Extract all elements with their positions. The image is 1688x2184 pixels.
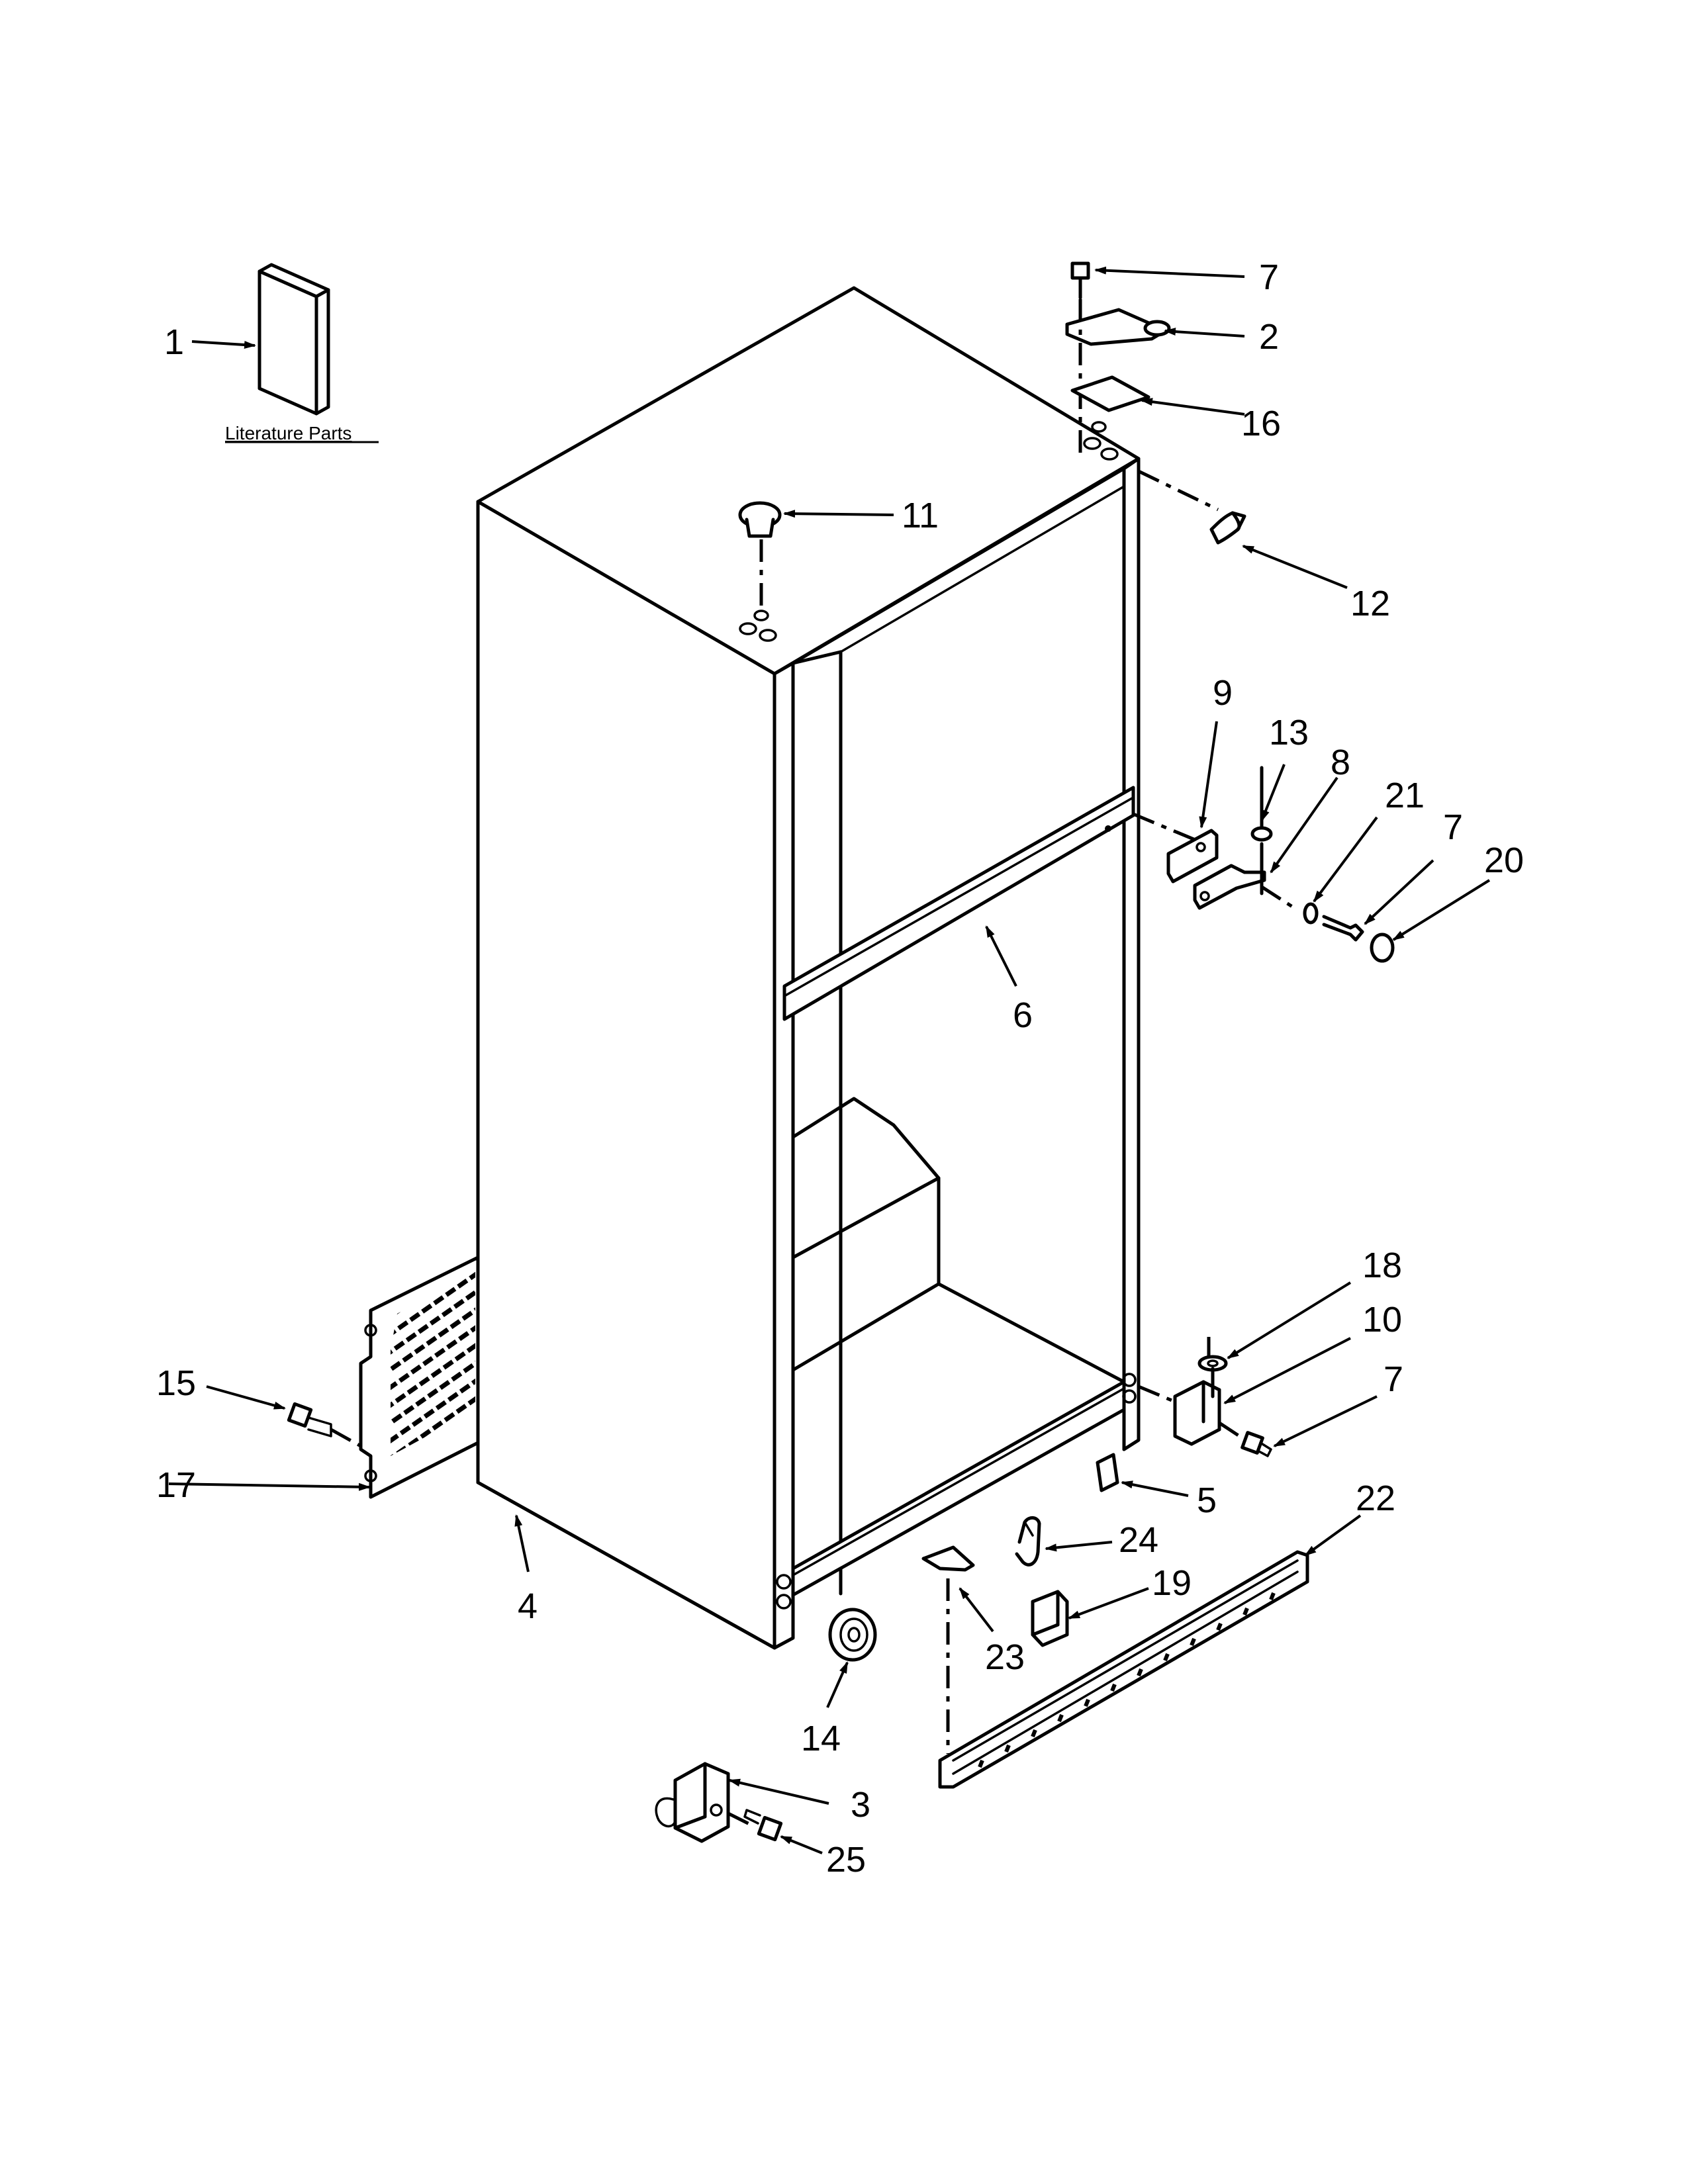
callout-17: 17 [156,1465,196,1505]
callout-24: 24 [1119,1520,1158,1560]
center-hinge-assembly [1133,766,1395,963]
callout-6: 6 [1013,995,1033,1035]
callout-12: 12 [1350,584,1390,623]
callout-14: 14 [801,1719,841,1758]
callout-11: 11 [902,496,939,535]
callout-15: 15 [156,1363,196,1403]
callout-23: 23 [985,1637,1025,1677]
callout-8: 8 [1331,743,1350,782]
block-5 [1096,1453,1119,1492]
callout-10: 10 [1362,1300,1402,1340]
screw-15 [287,1402,362,1448]
refrigerator-cabinet [476,286,1141,1650]
callout-2: 2 [1259,317,1279,357]
clip-24 [1015,1516,1041,1567]
callout-16: 16 [1241,404,1281,443]
access-cover-panel [359,1255,480,1499]
callout-13: 13 [1269,713,1309,752]
callout-labels: 1 7 2 16 11 12 9 13 8 21 7 20 6 18 10 7 … [156,257,1524,1880]
callout-7-top: 7 [1259,257,1279,297]
top-hinge-assembly [1065,261,1171,457]
callout-1: 1 [164,322,184,362]
callout-7-bottom: 7 [1383,1359,1403,1399]
toe-grille-22 [938,1550,1309,1789]
callout-9: 9 [1213,673,1233,713]
callout-4: 4 [518,1586,538,1626]
plug-button-11 [738,501,782,612]
trim-piece-12 [1137,469,1246,545]
clip-23 [921,1545,975,1754]
bottom-hinge-assembly [1138,1337,1272,1457]
literature-booklet: Literature Parts [225,263,379,443]
callout-3: 3 [851,1785,870,1825]
leveling-bracket-3 [655,1762,783,1843]
pad-19 [1031,1590,1069,1647]
callout-arrows [168,266,1491,1854]
callout-7-center: 7 [1443,807,1463,847]
callout-21: 21 [1385,776,1425,815]
callout-18: 18 [1362,1246,1402,1285]
callout-19: 19 [1152,1563,1192,1603]
callout-22: 22 [1356,1479,1395,1518]
callout-5: 5 [1197,1480,1217,1520]
literature-parts-label: Literature Parts [225,423,352,443]
callout-20: 20 [1484,841,1524,880]
callout-25: 25 [826,1840,866,1880]
roller-wheel-14 [828,1608,877,1662]
